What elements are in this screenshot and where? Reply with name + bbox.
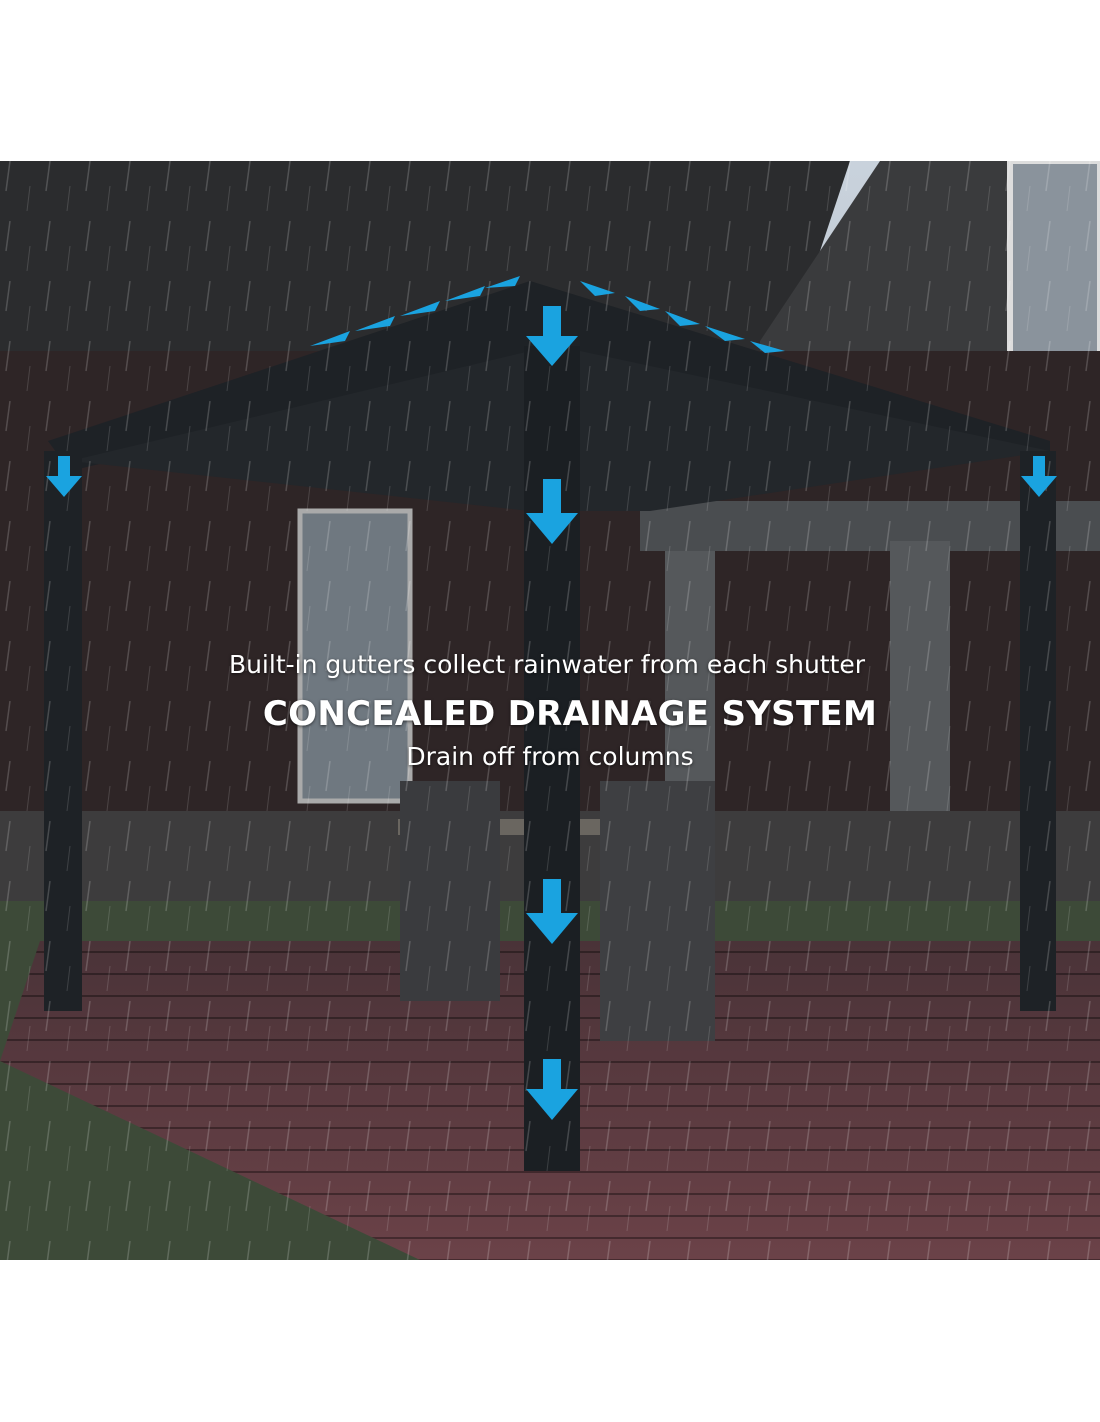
product-scene-image (0, 161, 1100, 1260)
caption-subtitle: Built-in gutters collect rainwater from … (228, 650, 866, 679)
caption-title: CONCEALED DRAINAGE SYSTEM (262, 694, 878, 734)
caption-note: Drain off from columns (406, 742, 694, 771)
gutter-flow-arrows (310, 276, 785, 353)
down-arrow-icon (46, 306, 1057, 1120)
